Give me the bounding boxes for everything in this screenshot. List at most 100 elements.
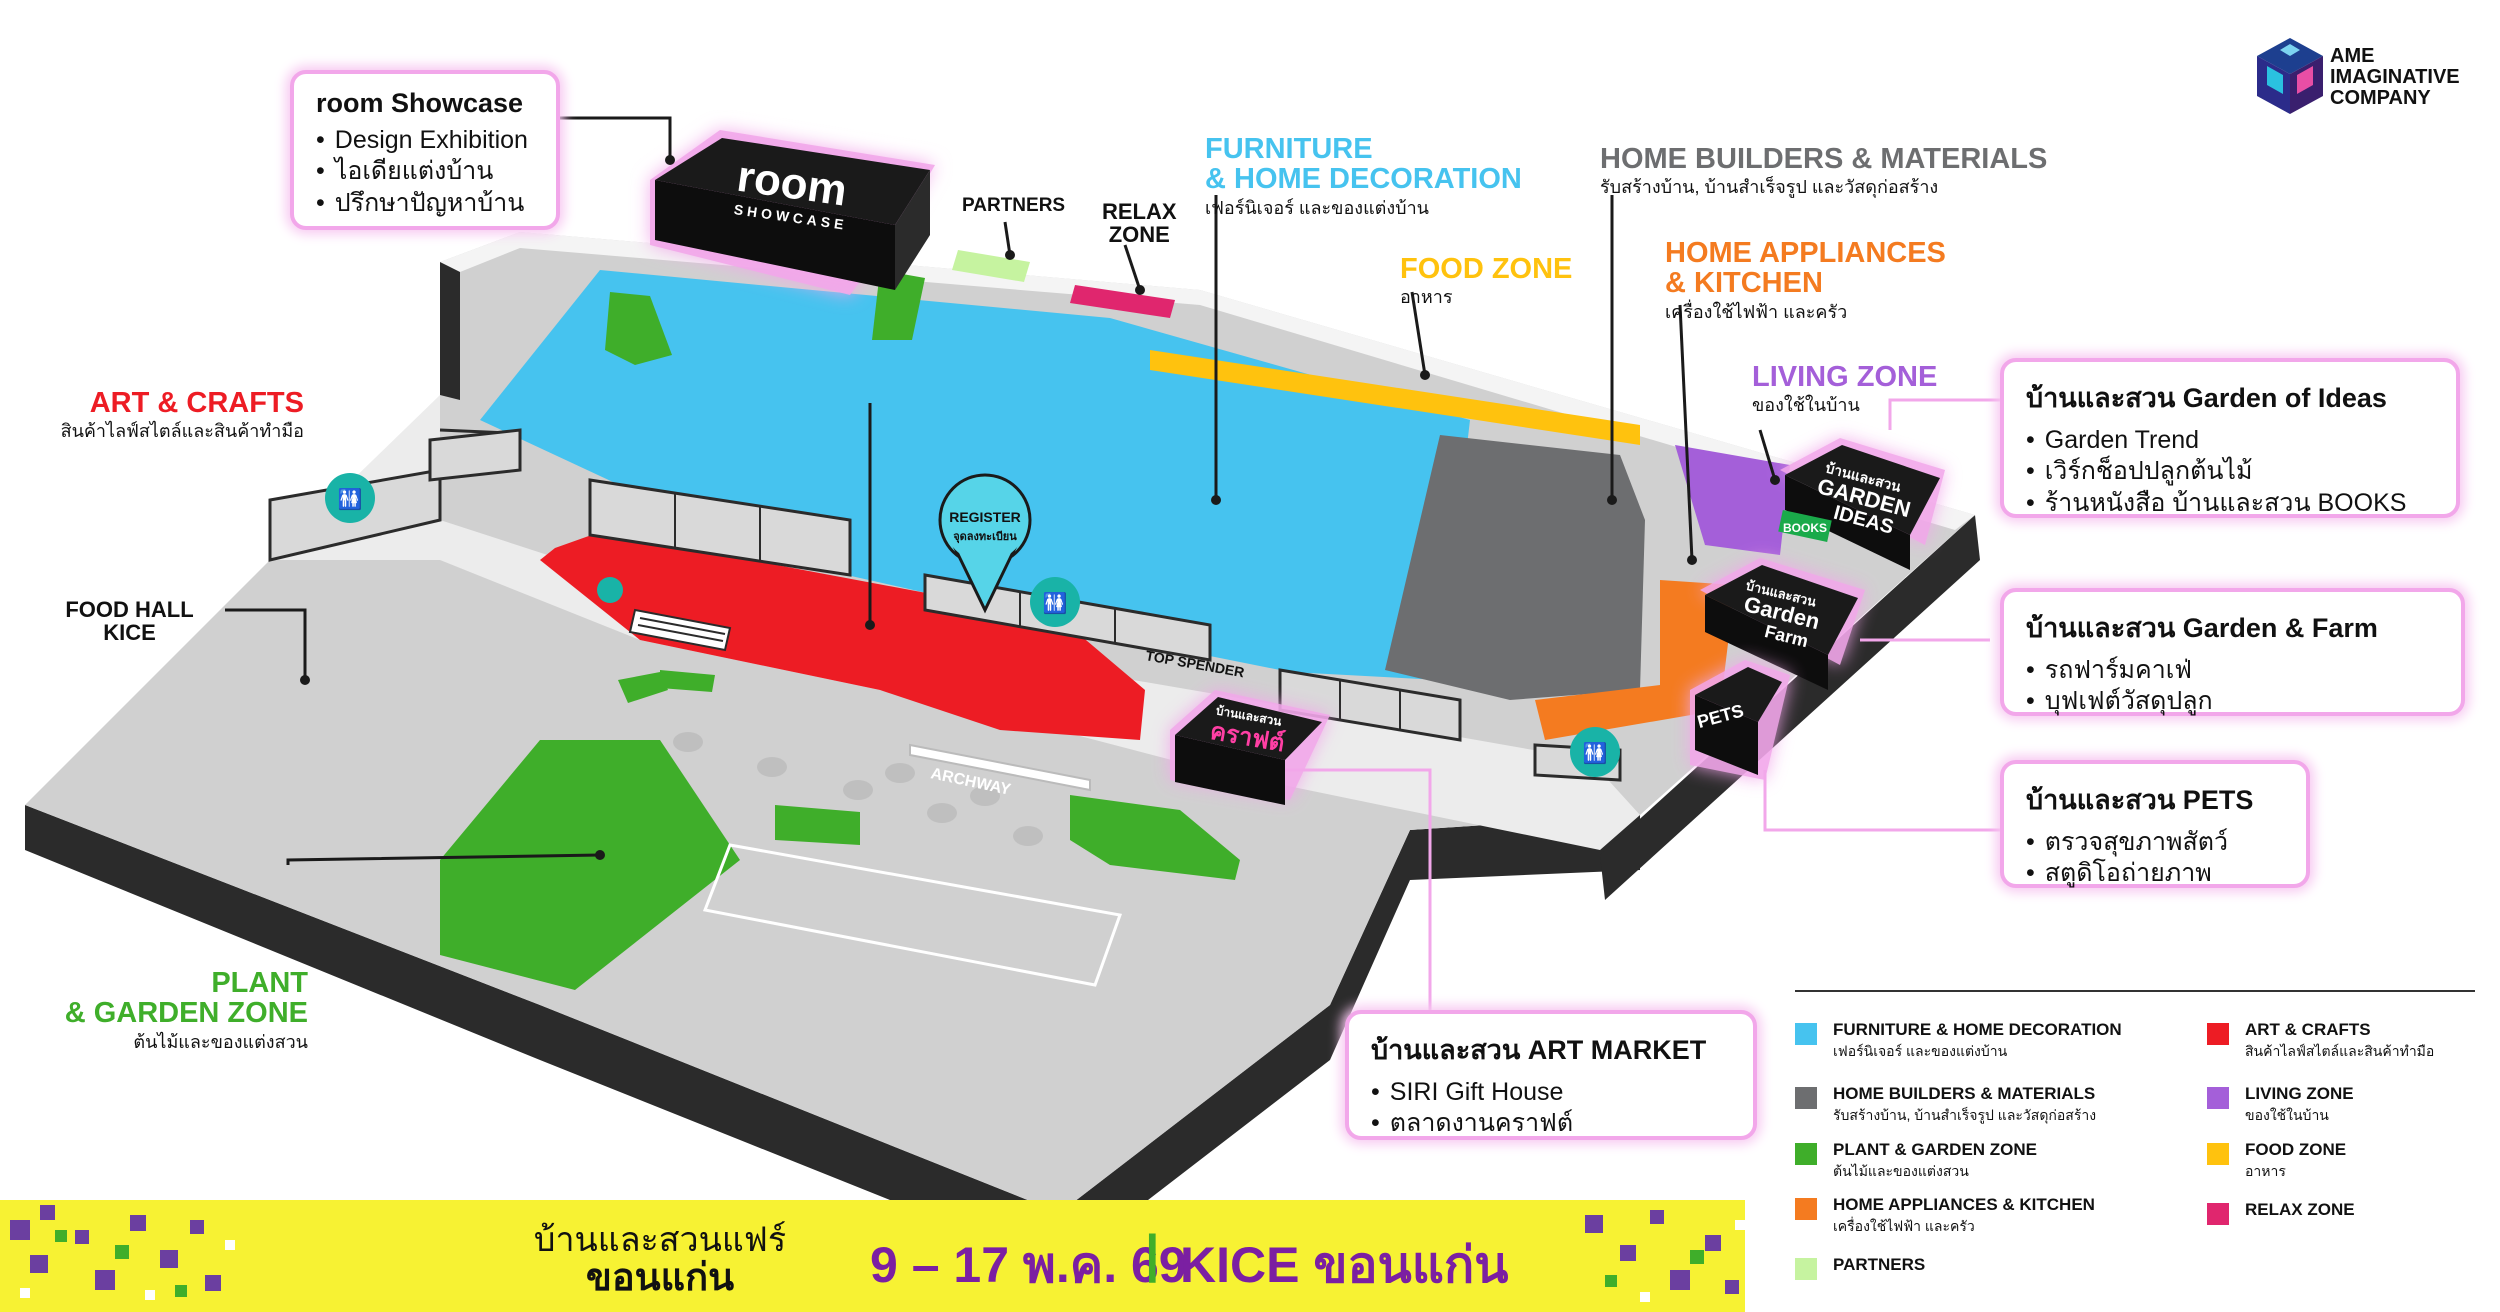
zone-art bbox=[540, 532, 1145, 740]
callout-garden-farm: บ้านและสวน Garden & Farm รถฟาร์มคาเฟ่ บุ… bbox=[2000, 588, 2465, 716]
room-showcase-box: room SHOWCASE bbox=[655, 138, 930, 290]
callout-item: สตูดิโอถ่ายภาพ bbox=[2026, 858, 2284, 889]
legend-rule bbox=[1795, 990, 2475, 992]
callout-pets: บ้านและสวน PETS ตรวจสุขภาพสัตว์ สตูดิโอถ… bbox=[2000, 760, 2310, 888]
restroom-icon-2: 🚻 bbox=[1030, 577, 1080, 627]
register-text: REGISTER bbox=[949, 509, 1021, 525]
banner-event-line2: ขอนแก่น bbox=[585, 1257, 735, 1299]
callout-item: Design Exhibition bbox=[316, 125, 534, 156]
logo-line: COMPANY bbox=[2330, 87, 2431, 109]
callout-title: บ้านและสวน Garden & Farm bbox=[2026, 613, 2378, 643]
svg-text:🚻: 🚻 bbox=[1043, 591, 1068, 615]
callout-title: บ้านและสวน ART MARKET bbox=[1371, 1035, 1707, 1065]
banner-event-name: บ้านและสวนแฟร์ ขอนแก่น bbox=[520, 1222, 800, 1298]
label-living: LIVING ZONE ของใช้ในบ้าน bbox=[1752, 361, 1938, 416]
leader-lines bbox=[225, 116, 1777, 865]
label-art: ART & CRAFTS สินค้าไลฟ์สไตล์และสินค้าทำม… bbox=[60, 387, 304, 442]
callout-item: SIRI Gift House bbox=[1371, 1077, 1731, 1108]
zone-appliances bbox=[1535, 580, 1735, 740]
legend-title: HOME APPLIANCES & KITCHEN bbox=[1833, 1195, 2095, 1214]
legend-sub: อาหาร bbox=[2245, 1163, 2286, 1179]
legend-title: FOOD ZONE bbox=[2245, 1140, 2347, 1159]
booth-dividers bbox=[674, 493, 1401, 730]
label-appliances: HOME APPLIANCES & KITCHEN เครื่องใช้ไฟฟ้… bbox=[1665, 237, 1946, 322]
ame-logo: AME IMAGINATIVE COMPANY bbox=[2255, 36, 2460, 121]
legend-swatch bbox=[1795, 1023, 1817, 1045]
callout-title: บ้านและสวน Garden of Ideas bbox=[2026, 383, 2387, 413]
banner-event-line1: บ้านและสวนแฟร์ bbox=[533, 1221, 787, 1259]
label-partners: PARTNERS bbox=[962, 195, 1066, 216]
legend-swatch bbox=[1795, 1198, 1817, 1220]
plant-block-3 bbox=[775, 805, 860, 845]
zone-plant bbox=[440, 740, 740, 990]
parking-outline bbox=[702, 843, 1123, 987]
restroom-icon-1: 🚻 bbox=[325, 473, 375, 523]
plant-block-1 bbox=[605, 292, 672, 365]
zone-relax bbox=[1070, 285, 1175, 318]
label-foodhall: FOOD HALL KICE bbox=[65, 597, 194, 646]
banner-separator: | bbox=[1145, 1225, 1160, 1283]
pink-leader-lines bbox=[1285, 398, 2000, 1010]
logo-line: IMAGINATIVE bbox=[2330, 66, 2460, 88]
callout-item: ตลาดงานคราฟต์ bbox=[1371, 1108, 1731, 1139]
callout-item: รถฟาร์มคาเฟ่ bbox=[2026, 655, 2439, 686]
leader-dots bbox=[300, 155, 1780, 860]
callout-item: Garden Trend bbox=[2026, 425, 2434, 456]
legend-title: FURNITURE & HOME DECORATION bbox=[1833, 1020, 2122, 1039]
legend-swatch bbox=[1795, 1258, 1817, 1280]
cube-logo-icon bbox=[2257, 38, 2323, 114]
legend-swatch bbox=[2207, 1023, 2229, 1045]
zone-builders bbox=[1385, 435, 1645, 700]
legend-title: RELAX ZONE bbox=[2245, 1200, 2355, 1219]
label-builders: HOME BUILDERS & MATERIALS รับสร้างบ้าน, … bbox=[1600, 143, 2048, 198]
archway-strip bbox=[909, 743, 1091, 792]
svg-text:🚻: 🚻 bbox=[338, 487, 363, 511]
restroom-icon-3: 🚻 bbox=[1570, 727, 1620, 777]
plant-block-5 bbox=[618, 672, 668, 703]
legend-title: PARTNERS bbox=[1833, 1255, 1926, 1274]
register-sub: จุดลงทะเบียน bbox=[953, 530, 1017, 544]
pets-booth: PETS bbox=[1690, 660, 1790, 780]
event-banner: บ้านและสวนแฟร์ ขอนแก่น 9 – 17 พ.ค. 69 | … bbox=[0, 1200, 1745, 1312]
label-plant: PLANT & GARDEN ZONE ต้นไม้และของแต่งสวน bbox=[64, 967, 308, 1052]
legend-sub: เครื่องใช้ไฟฟ้า และครัว bbox=[1833, 1218, 1975, 1234]
entrance-label: ทางเข้า bbox=[389, 1050, 493, 1103]
legend-swatch bbox=[1795, 1143, 1817, 1165]
banner-dates: 9 – 17 พ.ค. 69 bbox=[870, 1237, 1187, 1293]
legend-sub: ของใช้ในบ้าน bbox=[2245, 1107, 2329, 1123]
legend-sub: ต้นไม้และของแต่งสวน bbox=[1833, 1163, 1969, 1179]
legend-title: HOME BUILDERS & MATERIALS bbox=[1833, 1084, 2096, 1103]
label-food: FOOD ZONE อาหาร bbox=[1400, 253, 1573, 308]
archway-pillars bbox=[673, 732, 1043, 846]
label-furniture: FURNITURE & HOME DECORATION เฟอร์นิเจอร์… bbox=[1205, 133, 1522, 218]
callout-item: บุฟเฟต์วัสดุปลูก bbox=[2026, 686, 2439, 717]
callout-item: ปรึกษาปัญหาบ้าน bbox=[316, 188, 534, 219]
plant-block-4 bbox=[1070, 795, 1240, 880]
legend-swatch bbox=[2207, 1203, 2229, 1225]
callout-item: เวิร์กช็อปปลูกต้นไม้ bbox=[2026, 456, 2434, 487]
art-market-booth: บ้านและสวน คราฟต์ bbox=[1170, 690, 1330, 805]
banner-pattern bbox=[10, 1205, 1745, 1302]
callout-room-showcase: room Showcase Design Exhibition ไอเดียแต… bbox=[290, 70, 560, 230]
books-badge-text: BOOKS bbox=[1783, 521, 1827, 535]
legend-swatch bbox=[2207, 1087, 2229, 1109]
legend-sub: สินค้าไลฟ์สไตล์และสินค้าทำมือ bbox=[2245, 1043, 2435, 1059]
garden-farm-booth: บ้านและสวน Garden Farm bbox=[1700, 558, 1865, 690]
legend-title: LIVING ZONE bbox=[2245, 1084, 2354, 1103]
logo-line: AME bbox=[2330, 45, 2375, 67]
plant-block-6 bbox=[660, 670, 715, 692]
escalator bbox=[597, 577, 732, 652]
legend-swatch bbox=[1795, 1087, 1817, 1109]
callout-item: ร้านหนังสือ บ้านและสวน BOOKS bbox=[2026, 488, 2434, 519]
callout-item: ตรวจสุขภาพสัตว์ bbox=[2026, 827, 2284, 858]
callout-title: บ้านและสวน PETS bbox=[2026, 785, 2254, 815]
zone-partners bbox=[952, 250, 1030, 282]
label-relax: RELAX ZONE bbox=[1102, 199, 1177, 248]
zone-food bbox=[1150, 350, 1640, 445]
garden-ideas-booth: บ้านและสวน GARDEN IDEAS BOOKS bbox=[1778, 438, 1945, 570]
legend-sub: เฟอร์นิเจอร์ และของแต่งบ้าน bbox=[1833, 1043, 2008, 1059]
callout-garden-ideas: บ้านและสวน Garden of Ideas Garden Trend … bbox=[2000, 358, 2460, 518]
legend-title: ART & CRAFTS bbox=[2245, 1020, 2371, 1039]
callout-title: room Showcase bbox=[316, 88, 524, 118]
